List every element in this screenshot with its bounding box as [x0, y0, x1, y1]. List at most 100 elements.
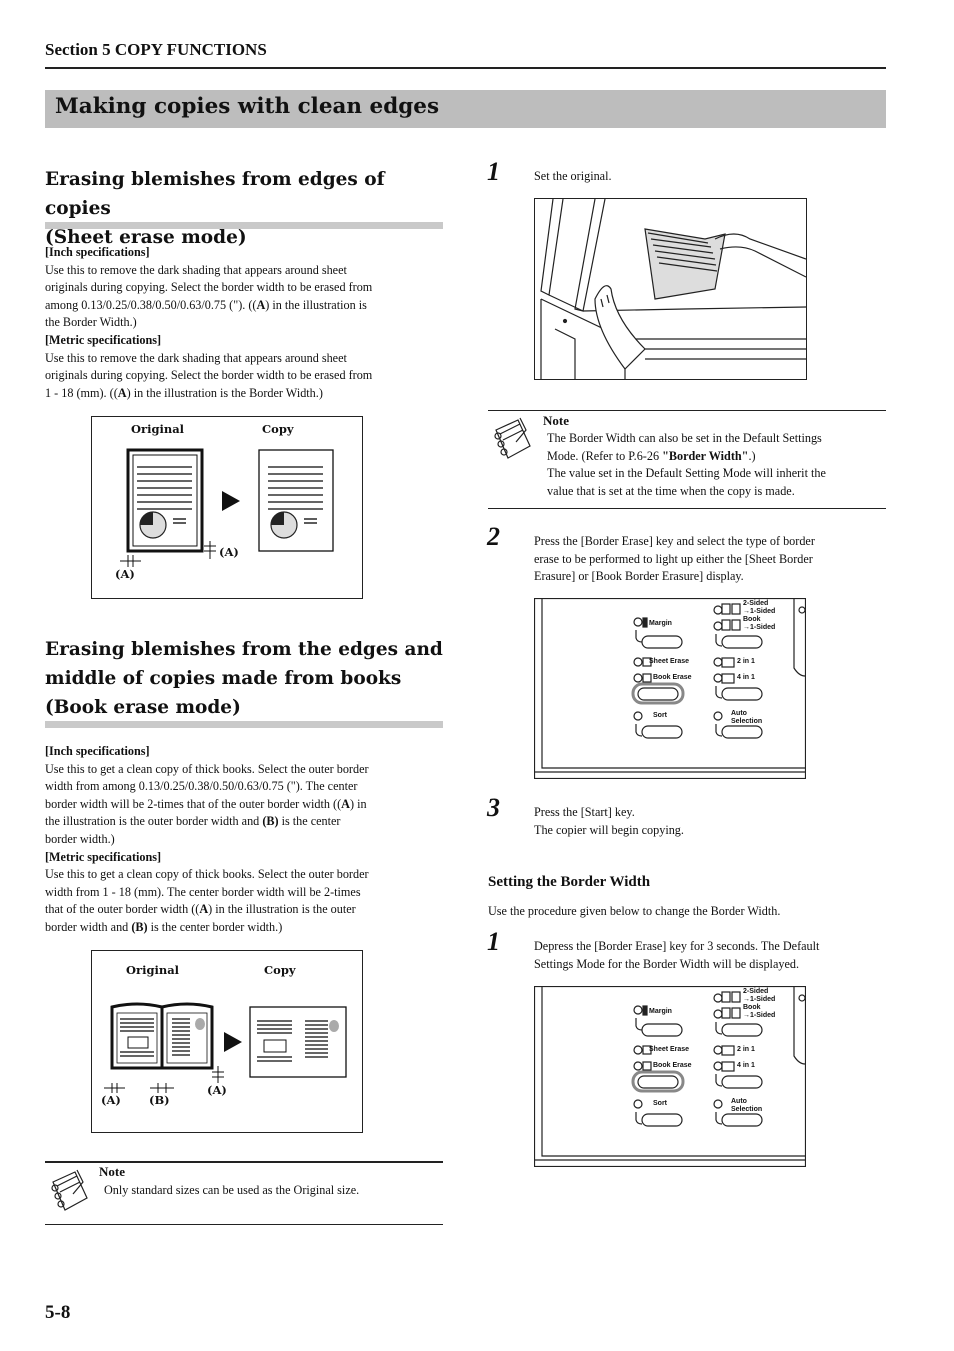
- border-width-intro: Use the procedure given below to change …: [488, 904, 781, 918]
- copy-caption: Copy: [264, 963, 296, 977]
- book-erase-text: [Inch specifications] Use this to get a …: [45, 743, 445, 937]
- dimension-a-label: (A): [101, 1093, 121, 1107]
- sheet-erase-label: Sheet Erase: [649, 1046, 690, 1053]
- note-text: Only standard sizes can be used as the O…: [104, 1183, 360, 1197]
- heading-line: middle of copies made from books: [45, 668, 402, 689]
- four-in-one-label: 4 in 1: [737, 1062, 755, 1069]
- dimension-a-label: (A): [115, 567, 135, 581]
- text-line: Use this to remove the dark shading that…: [45, 262, 347, 277]
- note-line: value that is set at the time when the c…: [547, 483, 795, 498]
- duplex-label: 2-Sided→1-Sided Book→1-Sided: [743, 988, 776, 1019]
- text-line: The copier will begin copying.: [534, 822, 684, 837]
- text-line: that of the outer border width ((A) in t…: [45, 902, 356, 917]
- heading-bar: [45, 721, 443, 728]
- inch-spec-label: [Inch specifications]: [45, 245, 150, 259]
- panel-frame: [534, 598, 806, 779]
- book-erase-illustration: [104, 1002, 347, 1093]
- two-in-one-label: 2 in 1: [737, 658, 755, 665]
- dimension-a-label: (A): [219, 545, 239, 559]
- text-line: width from 1 - 18 (mm). The center borde…: [45, 884, 361, 899]
- heading-line: (Sheet erase mode): [45, 227, 247, 248]
- two-in-one-label: 2 in 1: [737, 1046, 755, 1053]
- note-line: Mode. (Refer to P.6-26 "Border Width".): [547, 448, 756, 463]
- control-panel-figure: Margin Sheet Erase Book Erase Sort 2-Sid…: [534, 986, 806, 1167]
- book-erase-figure: Original Copy: [91, 950, 363, 1133]
- text-line: originals during copying. Select the bor…: [45, 368, 373, 383]
- text-line: Depress the [Border Erase] key for 3 sec…: [534, 939, 820, 953]
- title-banner: Making copies with clean edges: [45, 90, 886, 128]
- book-erase-label: Book Erase: [653, 1062, 692, 1069]
- page-number: 5-8: [45, 1302, 71, 1323]
- book-erase-heading: Erasing blemishes from the edges and mid…: [45, 635, 455, 722]
- text-line: the Border Width.): [45, 315, 137, 330]
- note-body: The Border Width can also be set in the …: [547, 430, 887, 500]
- text-line: erase to be performed to light up either…: [534, 551, 813, 566]
- set-original-illustration: [540, 199, 806, 379]
- sheet-erase-illustration: [120, 448, 334, 567]
- metric-spec-label: [Metric specifications]: [45, 849, 162, 864]
- text-line: Use this to remove the dark shading that…: [45, 350, 347, 365]
- sheet-erase-heading: Erasing blemishes from edges of copies (…: [45, 165, 445, 252]
- note-line: The value set in the Default Setting Mod…: [547, 466, 826, 481]
- text-line: among 0.13/0.25/0.38/0.50/0.63/0.75 (").…: [45, 297, 367, 312]
- inch-spec-label: [Inch specifications]: [45, 744, 150, 758]
- note-line: The Border Width can also be set in the …: [547, 431, 822, 445]
- step-number: 1: [487, 927, 500, 956]
- sort-label: Sort: [653, 712, 667, 719]
- step-text: Press the [Border Erase] key and select …: [534, 533, 884, 586]
- copy-caption: Copy: [262, 422, 294, 436]
- dimension-b-label: (B): [149, 1093, 170, 1107]
- note-top-rule: [488, 410, 886, 411]
- control-panel-figure: Margin Sheet Erase Book Erase Sort 2-Sid…: [534, 598, 806, 779]
- sheet-erase-label: Sheet Erase: [649, 658, 690, 665]
- note-bottom-rule: [45, 1224, 443, 1225]
- text-line: Press the [Border Erase] key and select …: [534, 534, 815, 548]
- text-line: border width.): [45, 831, 115, 846]
- page-title: Making copies with clean edges: [55, 94, 440, 119]
- heading-line: (Book erase mode): [45, 697, 241, 718]
- margin-label: Margin: [649, 1008, 672, 1015]
- text-line: 1 - 18 (mm). ((A) in the illustration is…: [45, 385, 323, 400]
- step-text: Press the [Start] key. The copier will b…: [534, 804, 684, 839]
- heading-line: Erasing blemishes from edges of copies: [45, 169, 385, 219]
- copier-illustration: [534, 198, 807, 380]
- sheet-erase-figure: Original Copy: [91, 416, 363, 599]
- text-line: Erasure] or [Book Border Erasure] displa…: [534, 569, 744, 584]
- duplex-label: 2-Sided→1-Sided Book→1-Sided: [743, 600, 776, 631]
- step-number: 3: [487, 793, 500, 822]
- sheet-erase-text: [Inch specifications] Use this to remove…: [45, 244, 445, 402]
- text-line: width from among 0.13/0.25/0.38/0.50/0.6…: [45, 779, 358, 794]
- text-line: border width will be 2-times that of the…: [45, 796, 367, 811]
- original-caption: Original: [126, 963, 180, 977]
- note-title: Note: [543, 413, 569, 428]
- note-pad-icon: [51, 1169, 88, 1211]
- original-caption: Original: [131, 422, 185, 436]
- panel-frame: [534, 986, 806, 1167]
- border-width-heading: Setting the Border Width: [488, 874, 651, 890]
- metric-spec-label: [Metric specifications]: [45, 332, 162, 347]
- note-bottom-rule: [488, 508, 886, 509]
- section-header: Section 5 COPY FUNCTIONS: [45, 40, 267, 59]
- step-number: 1: [487, 157, 500, 186]
- heading-bar: [45, 222, 443, 229]
- text-line: the illustration is the outer border wid…: [45, 814, 341, 829]
- sort-label: Sort: [653, 1100, 667, 1107]
- text-line: Press the [Start] key.: [534, 805, 635, 819]
- step-text: Set the original.: [534, 169, 612, 183]
- four-in-one-label: 4 in 1: [737, 674, 755, 681]
- margin-label: Margin: [649, 620, 672, 627]
- header-rule: [45, 67, 886, 69]
- heading-line: Erasing blemishes from the edges and: [45, 639, 443, 660]
- text-line: originals during copying. Select the bor…: [45, 280, 373, 295]
- book-erase-label: Book Erase: [653, 674, 692, 681]
- step-text: Depress the [Border Erase] key for 3 sec…: [534, 938, 884, 973]
- text-line: Use this to get a clean copy of thick bo…: [45, 761, 369, 776]
- step-number: 2: [487, 522, 500, 551]
- text-line: Settings Mode for the Border Width will …: [534, 956, 800, 971]
- dimension-a-label: (A): [207, 1083, 227, 1097]
- note-top-rule: [45, 1161, 443, 1163]
- note-pad-icon: [494, 417, 531, 459]
- text-line: border width and (B) is the center borde…: [45, 919, 283, 934]
